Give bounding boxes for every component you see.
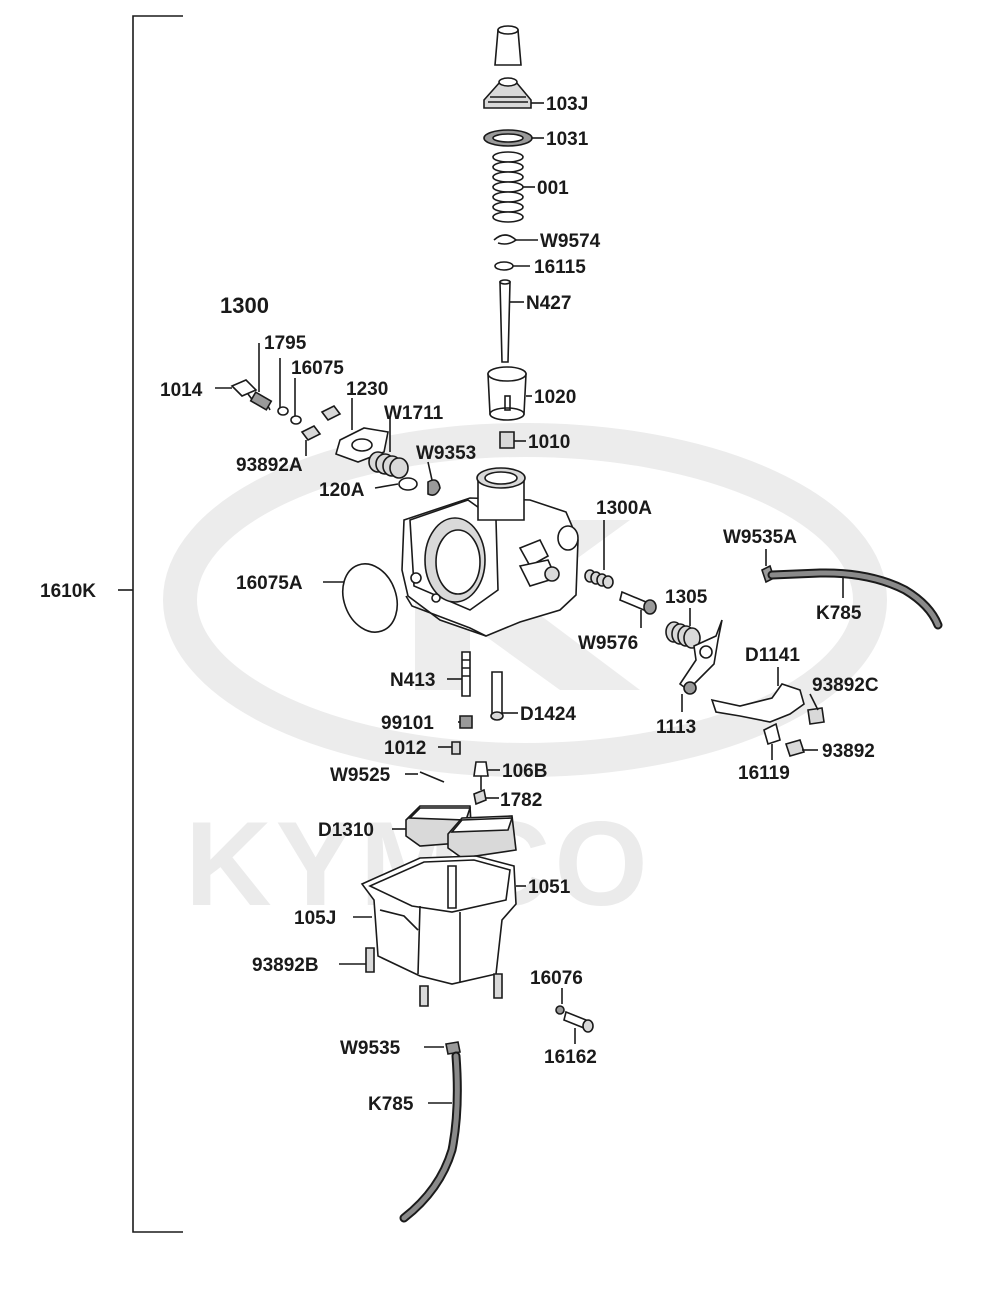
label-K785-upper: K785 (816, 603, 862, 624)
label-W9525: W9525 (330, 765, 391, 786)
hose-K785-lower (399, 1051, 462, 1223)
left-cluster-leaders (215, 343, 433, 489)
top-stack-parts (483, 25, 533, 449)
o-ring-16075A (341, 563, 399, 633)
label-1012: 1012 (384, 738, 426, 759)
float-parts (405, 805, 517, 859)
label-120A: 120A (319, 480, 365, 501)
label-106B: 106B (502, 761, 547, 782)
label-W9574: W9574 (540, 231, 601, 252)
jet-parts (419, 651, 504, 806)
label-1113: 1113 (656, 717, 696, 738)
label-001: 001 (537, 178, 569, 199)
label-93892B: 93892B (252, 955, 319, 976)
bowl-leaders (339, 885, 526, 965)
carburetor-body (401, 467, 579, 637)
right-cluster-leaders (603, 520, 844, 760)
label-1230: 1230 (346, 379, 388, 400)
label-1051: 1051 (528, 877, 571, 898)
label-N427: N427 (526, 293, 571, 314)
label-D1141: D1141 (745, 645, 800, 666)
label-93892C: 93892C (812, 675, 879, 696)
label-1782: 1782 (500, 790, 542, 811)
right-cluster-parts (584, 564, 825, 757)
label-1300A: 1300A (596, 498, 652, 519)
label-W9576: W9576 (578, 633, 638, 654)
label-16162: 16162 (544, 1047, 597, 1068)
label-W9535: W9535 (340, 1038, 401, 1059)
label-16119: 16119 (738, 763, 790, 784)
label-16076: 16076 (530, 968, 583, 989)
label-1014: 1014 (160, 380, 203, 401)
top-stack-leaders (510, 102, 544, 442)
label-16075A: 16075A (236, 573, 303, 594)
label-1031: 1031 (546, 129, 589, 150)
hose-K785-upper (767, 568, 943, 630)
label-16075: 16075 (291, 358, 344, 379)
label-99101: 99101 (381, 713, 434, 734)
assembly-bracket (118, 15, 183, 1233)
label-K785-lower: K785 (368, 1094, 414, 1115)
label-W9535A: W9535A (723, 527, 797, 548)
label-105J: 105J (294, 908, 336, 929)
label-D1310: D1310 (318, 820, 374, 841)
float-bowl (360, 855, 517, 1007)
label-W1711: W1711 (384, 403, 444, 424)
assembly-label: 1610K (40, 581, 96, 602)
label-93892: 93892 (822, 741, 875, 762)
label-1020: 1020 (534, 387, 576, 408)
label-1300: 1300 (220, 293, 269, 318)
label-1795: 1795 (264, 333, 307, 354)
label-D1424: D1424 (520, 704, 576, 725)
label-103J: 103J (546, 94, 588, 115)
label-N413: N413 (390, 670, 435, 691)
label-93892A: 93892A (236, 455, 303, 476)
label-16115: 16115 (534, 257, 586, 278)
drain-leaders (424, 988, 576, 1104)
label-1010: 1010 (528, 432, 570, 453)
left-cluster-parts (230, 379, 441, 496)
jet-leaders (405, 678, 518, 799)
label-W9353: W9353 (416, 443, 476, 464)
label-1305: 1305 (665, 587, 708, 608)
drain-parts (445, 1005, 594, 1055)
